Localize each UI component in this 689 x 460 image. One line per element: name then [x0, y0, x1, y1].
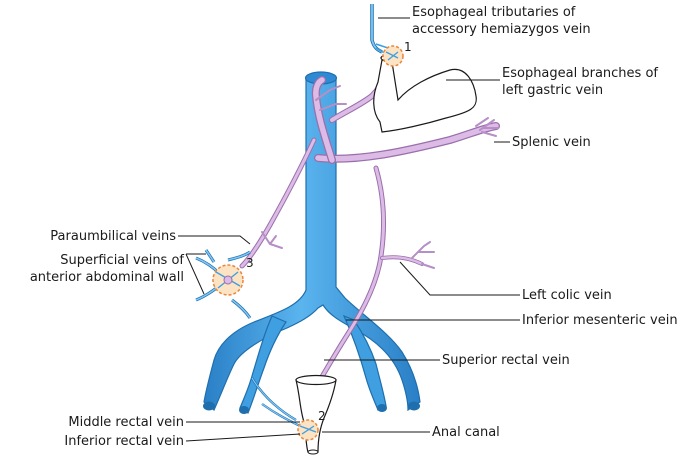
anastomosis-site-2 — [297, 419, 319, 441]
anastomosis-site-3 — [212, 264, 244, 296]
rectal-systemic-veins — [250, 377, 301, 427]
label-esophageal-tributaries-1: Esophageal tributaries of — [412, 5, 576, 20]
label-inferior-mesenteric-vein: Inferior mesenteric vein — [522, 313, 678, 328]
label-middle-rectal-vein: Middle rectal vein — [68, 415, 184, 430]
label-superficial-veins-1: Superficial veins of — [60, 253, 184, 268]
label-anal-canal: Anal canal — [432, 425, 500, 440]
label-superficial-veins-2: anterior abdominal wall — [30, 270, 184, 285]
leader-lines — [178, 17, 520, 442]
inferior-vena-cava — [203, 71, 421, 414]
anastomosis-site-1 — [382, 45, 404, 67]
label-paraumbilical-veins: Paraumbilical veins — [50, 229, 176, 244]
site-number-2: 2 — [318, 409, 326, 423]
label-esophageal-tributaries-2: accessory hemiazygos vein — [412, 22, 591, 37]
label-superior-rectal-vein: Superior rectal vein — [442, 353, 570, 368]
accessory-hemiazygos-tributary — [370, 4, 389, 55]
anal-canal-outline — [295, 374, 337, 455]
label-inferior-rectal-vein: Inferior rectal vein — [64, 434, 184, 449]
superficial-abdominal-veins — [195, 249, 252, 319]
label-splenic-vein: Splenic vein — [512, 135, 591, 150]
label-esophageal-branches-2: left gastric vein — [502, 83, 603, 98]
site-number-1: 1 — [404, 40, 412, 54]
label-left-colic-vein: Left colic vein — [522, 288, 612, 303]
stomach-outline — [373, 54, 477, 133]
site-number-3: 3 — [246, 256, 254, 270]
label-esophageal-branches-1: Esophageal branches of — [502, 66, 658, 81]
